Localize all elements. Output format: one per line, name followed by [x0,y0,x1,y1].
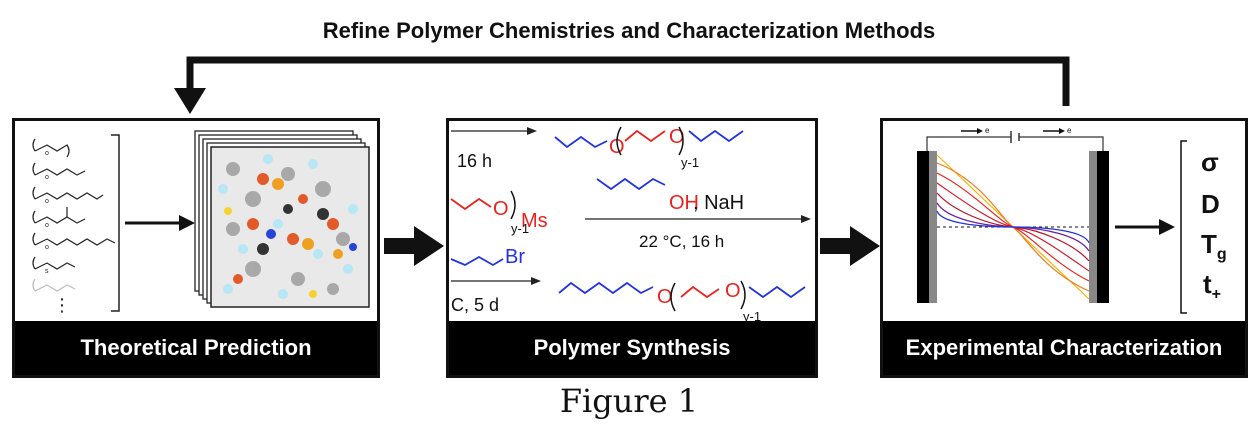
bromide: Br [505,246,525,268]
reaction-scheme: 16 h O O y-1 O Ms y-1 OH , NaH 22 °C, 16… [450,126,811,323]
svg-text:o: o [45,174,49,181]
electron-label-1: e [985,126,990,135]
property-transference: t+ [1203,269,1222,304]
reagent: OH [669,192,699,214]
monomer-list: o o o o o s ⋮ [32,134,195,315]
conditions-bottom: C, 5 d [451,295,499,315]
oxygen-5: O [725,280,741,302]
leaving-group: Ms [521,210,548,232]
svg-text:o: o [45,150,49,157]
flow-arrow-icon [820,226,880,266]
svg-text:s: s [45,268,49,275]
svg-text:o: o [45,222,49,229]
property-tg: Tg [1201,229,1227,264]
conditions-top: 16 h [457,151,492,171]
property-diffusivity: D [1201,189,1220,219]
svg-text:o: o [45,198,49,205]
oxygen-3: O [493,198,509,220]
oxygen-4: O [657,286,673,308]
electrode-cell-icon: e e [917,126,1187,314]
synthesis-label: Polymer Synthesis [449,321,815,375]
subscript-bottom: y-1 [743,309,761,323]
theory-panel: o o o o o s ⋮ [12,118,380,378]
oxygen-1: O [609,136,625,158]
base: , NaH [693,192,744,214]
feedback-label: Refine Polymer Chemistries and Character… [322,18,936,43]
theory-label: Theoretical Prediction [15,321,377,375]
svg-text:⋮: ⋮ [53,295,71,315]
experiment-panel: e e σ D Tg t+ Experimental Charac [880,118,1248,378]
figure-caption: Figure 1 [559,382,699,420]
svg-text:o: o [45,244,49,251]
property-sigma: σ [1201,147,1219,177]
synthesis-panel: 16 h O O y-1 O Ms y-1 OH , NaH 22 °C, 16… [446,118,818,378]
experiment-label: Experimental Characterization [883,321,1245,375]
subscript-mid: y-1 [511,221,529,236]
electron-label-2: e [1067,126,1072,135]
flow-arrow-icon [384,226,444,266]
subscript-top: y-1 [681,155,699,170]
conditions-mid: 22 °C, 16 h [639,232,724,251]
molecular-snapshot-icon [194,130,370,308]
